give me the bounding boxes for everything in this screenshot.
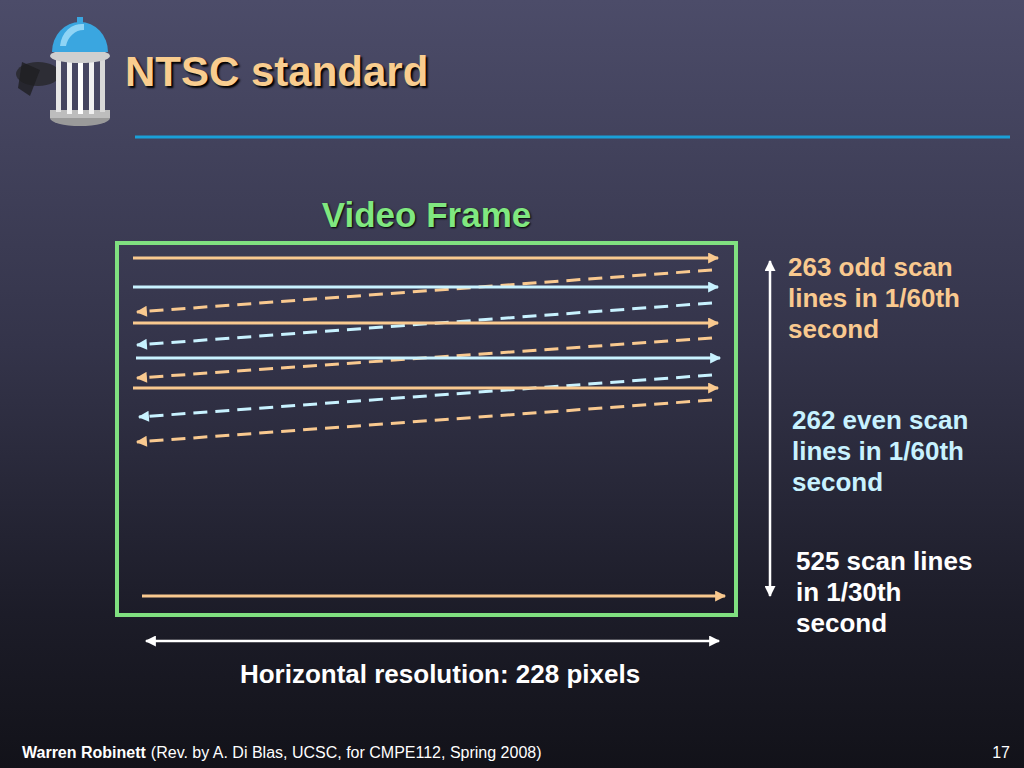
retrace-line — [137, 270, 712, 312]
frame-heading: Video Frame — [119, 195, 734, 235]
slide-title: NTSC standard — [125, 48, 428, 96]
logo-dome — [52, 22, 108, 52]
logo-dome-highlight — [60, 24, 84, 46]
old-well-logo — [16, 17, 110, 126]
odd-field-note: 263 odd scan lines in 1/60th second — [788, 252, 983, 346]
logo-pillar — [78, 58, 83, 114]
dimension-label: Horizontal resolution: 228 pixels — [120, 659, 760, 690]
logo-cupola — [77, 17, 83, 24]
retrace-line — [139, 375, 712, 417]
revision-note: (Rev. by A. Di Blas, UCSC, for CMPE112, … — [151, 743, 542, 762]
logo-pillar — [100, 56, 105, 112]
page-number: 17 — [960, 743, 1010, 762]
logo-pillar — [67, 58, 72, 114]
logo-pillar — [56, 56, 61, 112]
frame-note: 525 scan lines in 1/30th second — [796, 546, 991, 640]
even-scan-line — [133, 286, 718, 289]
odd-scan-line — [142, 595, 725, 598]
odd-scan-line — [133, 322, 718, 325]
retrace-line — [137, 400, 712, 442]
odd-scan-line — [133, 387, 718, 390]
even-field-note: 262 even scan lines in 1/60th second — [792, 405, 987, 499]
odd-scan-line — [133, 257, 718, 260]
title-rule — [135, 136, 1010, 139]
scan-lines — [133, 258, 725, 596]
video-frame: Video Frame — [115, 241, 738, 617]
logo-shadow — [18, 62, 40, 96]
logo-pillar — [89, 58, 94, 114]
even-scan-line — [136, 357, 720, 360]
author-name: Warren Robinett — [22, 743, 146, 762]
vertical-dimension-arrow — [769, 261, 772, 596]
horizontal-dimension-arrow — [146, 640, 719, 643]
